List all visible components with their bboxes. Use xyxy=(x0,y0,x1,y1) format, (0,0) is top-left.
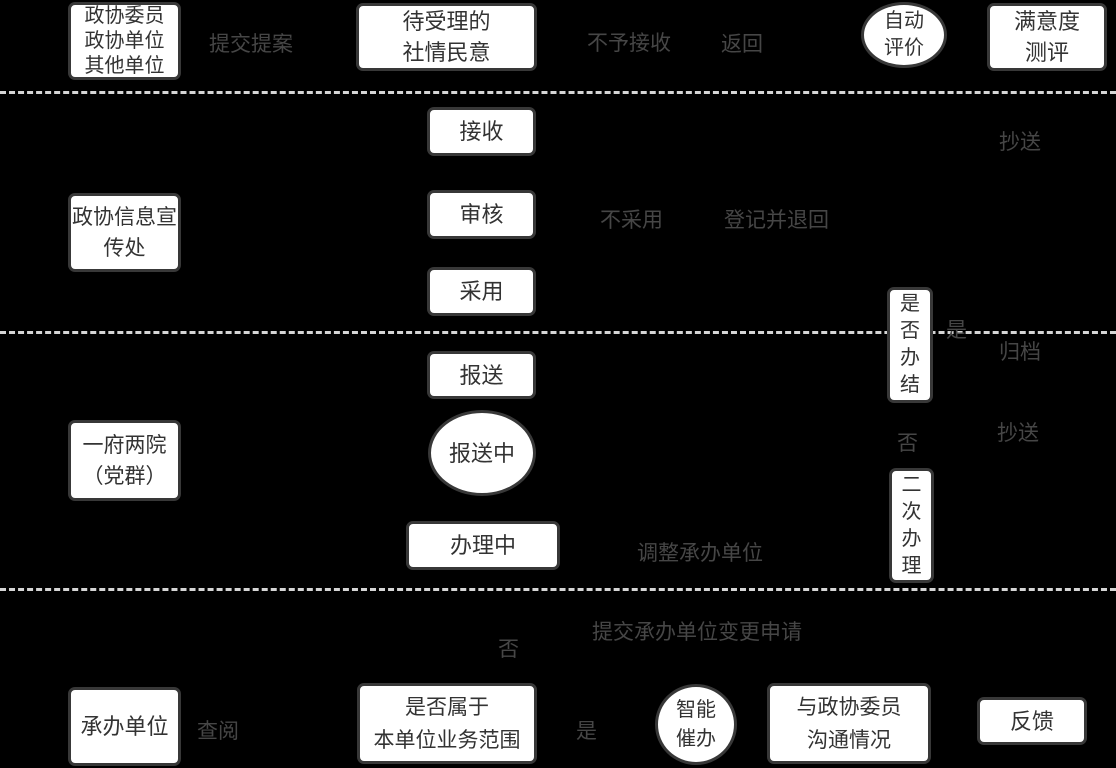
node-info-publicity-office: 政协信息宣 传处 xyxy=(68,193,181,272)
node-second-handling: 二 次 办 理 xyxy=(889,468,934,583)
edge-label-submit-proposal: 提交提案 xyxy=(209,33,293,56)
node-pending-social-opinion: 待受理的 社情民意 xyxy=(356,3,537,71)
node-government-party-groups: 一府两院 （党群） xyxy=(68,420,181,501)
node-report-submit: 报送 xyxy=(427,351,536,399)
edge-label-archive: 归档 xyxy=(999,341,1041,364)
node-submitter-actors: 政协委员 政协单位 其他单位 xyxy=(68,2,181,80)
edge-label-submit-unit-change: 提交承办单位变更申请 xyxy=(592,621,802,644)
edge-label-yes-scope: 是 xyxy=(576,720,597,743)
edge-label-view: 查阅 xyxy=(197,720,239,743)
node-handling-in-progress: 办理中 xyxy=(406,521,560,570)
edge-label-no-scope: 否 xyxy=(498,638,519,661)
edge-label-copy-send-mid: 抄送 xyxy=(997,422,1039,445)
node-satisfaction-survey: 满意度 测评 xyxy=(987,3,1107,71)
node-reporting-in-progress: 报送中 xyxy=(428,410,536,496)
edge-label-return: 返回 xyxy=(721,33,763,56)
edge-label-register-and-return: 登记并退回 xyxy=(724,209,829,232)
edge-label-no-finished: 否 xyxy=(897,432,918,455)
edge-label-copy-send-top: 抄送 xyxy=(999,131,1041,154)
node-smart-urge: 智能 催办 xyxy=(655,684,737,765)
node-undertaking-unit: 承办单位 xyxy=(68,687,181,766)
edge-label-adjust-unit: 调整承办单位 xyxy=(637,542,763,565)
node-communication-status: 与政协委员 沟通情况 xyxy=(767,683,931,764)
node-receive: 接收 xyxy=(427,107,536,156)
lane-divider-3 xyxy=(0,588,1116,591)
edge-label-yes-finished: 是 xyxy=(946,319,967,342)
edge-label-not-adopt: 不采用 xyxy=(600,209,663,232)
node-is-finished-decision: 是 否 办 结 xyxy=(887,287,933,403)
node-auto-evaluation: 自动 评价 xyxy=(861,2,947,68)
lane-divider-2 xyxy=(0,331,1116,334)
lane-divider-1 xyxy=(0,91,1116,94)
edge-label-not-accept: 不予接收 xyxy=(587,32,671,55)
node-feedback: 反馈 xyxy=(977,697,1087,745)
node-adopt: 采用 xyxy=(427,267,536,316)
node-review: 审核 xyxy=(427,190,536,239)
node-scope-check-decision: 是否属于 本单位业务范围 xyxy=(357,683,537,764)
